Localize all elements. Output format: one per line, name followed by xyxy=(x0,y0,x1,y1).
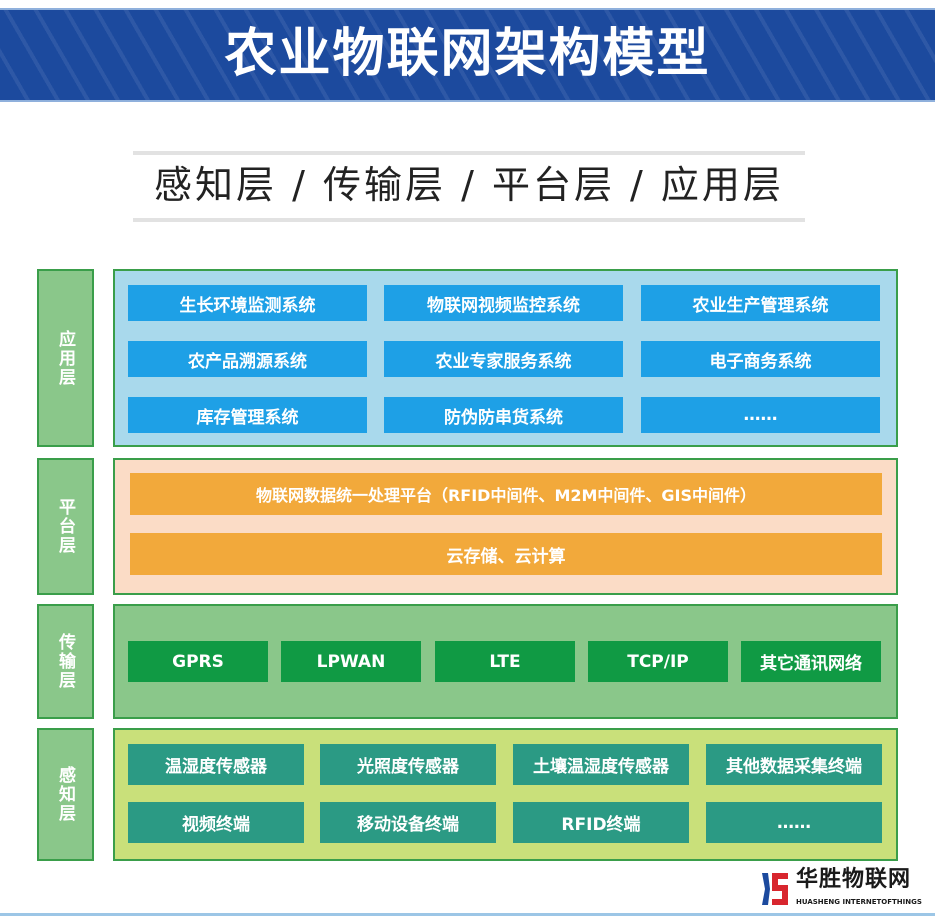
transport-item: 其它通讯网络 xyxy=(741,641,881,682)
logo-name: 华胜物联网 xyxy=(796,867,912,892)
app-item: 电子商务系统 xyxy=(641,341,880,377)
layer-label-transport: 传输层 xyxy=(37,604,94,719)
transport-item: LPWAN xyxy=(281,641,421,682)
platform-item: 物联网数据统一处理平台（RFID中间件、M2M中间件、GIS中间件） xyxy=(130,473,882,515)
transport-item: TCP/IP xyxy=(588,641,728,682)
perception-item: 移动设备终端 xyxy=(320,802,496,843)
subtitle: 感知层 / 传输层 / 平台层 / 应用层 xyxy=(154,163,784,207)
bottom-border xyxy=(0,913,935,916)
perception-item: …… xyxy=(706,802,882,843)
perception-item: RFID终端 xyxy=(513,802,689,843)
divider xyxy=(133,151,805,155)
logo-mark-icon xyxy=(762,873,788,905)
perception-item: 视频终端 xyxy=(128,802,304,843)
page-title: 农业物联网架构模型 xyxy=(224,24,711,84)
app-item: 防伪防串货系统 xyxy=(384,397,623,433)
app-item: 农产品溯源系统 xyxy=(128,341,367,377)
transport-layer-panel: GPRS LPWAN LTE TCP/IP 其它通讯网络 xyxy=(113,604,898,719)
transport-item: LTE xyxy=(435,641,575,682)
logo-tagline: HUASHENG INTERNETOFTHINGS xyxy=(796,898,922,906)
perception-item: 温湿度传感器 xyxy=(128,744,304,785)
app-item: 物联网视频监控系统 xyxy=(384,285,623,321)
perception-layer-panel: 温湿度传感器 光照度传感器 土壤温湿度传感器 其他数据采集终端 视频终端 移动设… xyxy=(113,728,898,861)
company-logo: 华胜物联网 HUASHENG INTERNETOFTHINGS xyxy=(760,868,935,912)
perception-item: 土壤温湿度传感器 xyxy=(513,744,689,785)
layer-label-perception: 感知层 xyxy=(37,728,94,861)
perception-item: 光照度传感器 xyxy=(320,744,496,785)
application-layer-panel: 生长环境监测系统 物联网视频监控系统 农业生产管理系统 农产品溯源系统 农业专家… xyxy=(113,269,898,447)
title-banner: 农业物联网架构模型 xyxy=(0,8,935,102)
platform-layer-panel: 物联网数据统一处理平台（RFID中间件、M2M中间件、GIS中间件） 云存储、云… xyxy=(113,458,898,595)
app-item: 库存管理系统 xyxy=(128,397,367,433)
perception-item: 其他数据采集终端 xyxy=(706,744,882,785)
transport-item: GPRS xyxy=(128,641,268,682)
platform-item: 云存储、云计算 xyxy=(130,533,882,575)
layer-label-application: 应用层 xyxy=(37,269,94,447)
app-item: 农业专家服务系统 xyxy=(384,341,623,377)
app-item: 生长环境监测系统 xyxy=(128,285,367,321)
app-item: …… xyxy=(641,397,880,433)
app-item: 农业生产管理系统 xyxy=(641,285,880,321)
divider xyxy=(133,218,805,222)
layer-label-platform: 平台层 xyxy=(37,458,94,595)
